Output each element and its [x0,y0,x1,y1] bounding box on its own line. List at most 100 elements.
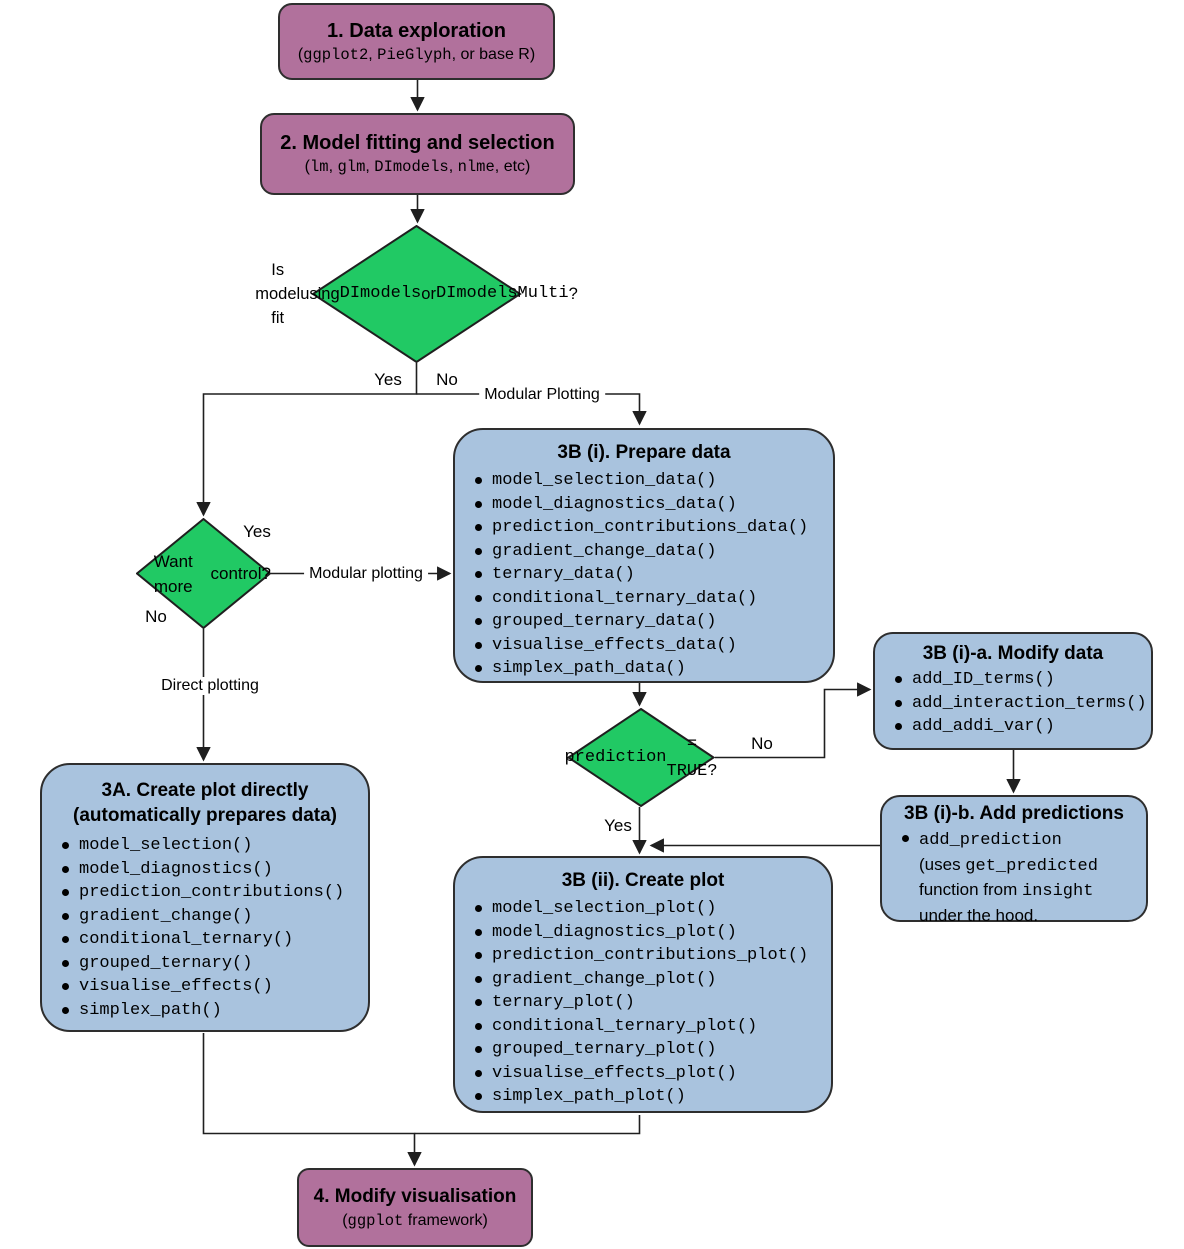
function-name: add_interaction_terms() [912,693,1147,713]
edge-label-modular-plotting-top: Modular Plotting [479,386,605,404]
decision-want-more-control: Want more control? [136,518,271,629]
edge-label-yes: Yes [369,370,407,390]
bullet-icon [475,1022,482,1030]
bullet-icon [62,936,69,943]
text-run: , etc) [494,158,531,175]
function-list: model_selection_plot()model_diagnostics_… [455,893,831,1109]
node-title: 3B (ii). Create plot [561,870,725,891]
list-item: gradient_change_plot() [475,968,825,992]
diamond-shape [311,225,522,363]
text-run: ( [342,1211,348,1229]
text-run: Is model fit [255,261,301,327]
bullet-icon [62,983,69,990]
text-run: under the hood. [919,905,1039,925]
list-item: model_selection_data() [475,469,827,493]
function-name: visualise_effects() [79,977,273,996]
text-run: framework) [403,1211,488,1229]
bullet-icon [902,835,909,842]
function-name: simplex_path_plot() [492,1087,686,1106]
code-text: = TRUE? [666,734,718,781]
function-name: model_selection_plot() [492,899,717,918]
function-name: prediction_contributions() [79,883,345,902]
node-title-line2: (automatically prepares data) [73,805,337,826]
code-text: lm [309,158,329,176]
edge-label-no: No [140,607,172,627]
text-run: (uses [919,854,966,874]
bullet-icon [62,842,69,849]
code-text: prediction [564,748,667,767]
node-title: 3B (i). Prepare data [557,442,731,463]
function-name: conditional_ternary_data() [492,588,758,608]
text-run: ( [304,158,310,175]
function-list: model_selection_data()model_diagnostics_… [455,465,833,681]
list-item: visualise_effects() [62,975,362,999]
list-item: prediction_contributions() [62,881,362,905]
node-title: 3A. Create plot directly (automatically … [42,765,368,828]
bullet-icon [475,999,482,1006]
edge-merge-modifyvis [202,1033,422,1167]
text-run: or [421,285,436,303]
code-text: nlme [457,158,495,176]
node-subtitle: (lm, glm, DImodels, nlme, etc) [305,156,531,178]
decision-prediction-true: prediction= TRUE? [564,708,718,807]
decision-text: prediction= TRUE? [564,708,718,807]
list-item: prediction_contributions_data() [475,516,827,540]
list-item: ternary_plot() [475,991,825,1015]
bullet-icon [475,641,482,649]
diamond-shape [136,518,271,629]
function-name: conditional_ternary_plot() [492,1016,758,1036]
node-title-line1: 3A. Create plot directly [101,780,309,801]
code-text: glm [337,158,366,176]
list-item: simplex_path() [62,999,362,1023]
text-run: control? [210,564,271,583]
node-title: 1. Data exploration [327,19,506,42]
bullet-icon [62,889,69,896]
function-name: grouped_ternary() [79,953,253,973]
list-item: conditional_ternary() [62,928,362,952]
list-item: conditional_ternary_data() [475,587,827,611]
function-name: add_addi_var() [912,717,1055,736]
bullet-icon [895,699,902,707]
bullet-icon [475,618,482,625]
edge-label-direct-plotting: Direct plotting [156,677,264,695]
node-modify-data: 3B (i)-a. Modify data add_ID_terms()add_… [873,632,1153,750]
list-item: model_selection_plot() [475,897,825,921]
list-item: gradient_change() [62,905,362,929]
bullet-icon [895,723,902,730]
code-text: DImodels [374,158,449,176]
text-run: , [448,158,458,175]
function-list: model_selection() model_diagnostics()pred… [42,828,368,1022]
bullet-icon [475,928,482,936]
node-subtitle: (ggplot framework) [342,1210,488,1232]
bullet-icon [475,547,482,555]
bullet-icon [62,865,69,873]
function-name: model_diagnostics() [79,859,273,879]
bullet-icon [475,1046,482,1053]
bullet-icon [475,571,482,578]
bullet-icon [475,1069,482,1077]
bullet-icon [475,594,482,602]
list-item: add_interaction_terms() [895,692,1147,716]
text-run: , [328,158,338,175]
function-name: prediction_contributions_plot() [492,946,809,965]
node-create-plot: 3B (ii). Create plot model_selection_plo… [453,856,833,1113]
list-item: grouped_ternary_plot() [475,1038,825,1062]
code-text: ggplot2 [303,45,369,64]
node-title: 2. Model fitting and selection [280,132,555,154]
function-name: ternary_data() [492,565,635,584]
bullet-icon [475,477,482,484]
diamond-shape [567,708,715,807]
function-name: conditional_ternary() [79,930,294,949]
function-name: model_selection() [79,836,253,855]
node-prepare-data: 3B (i). Prepare data model_selection_dat… [453,428,835,683]
text-run: Want more [153,551,193,596]
edge-label-no: No [746,734,778,754]
code-text: DImodelsMulti [435,284,569,303]
list-item: simplex_path_data() [475,657,827,681]
bullet-icon [475,500,482,508]
edge-d3-no-modifydata [715,682,872,759]
text-run: function from [919,880,1022,899]
node-modify-visualisation: 4. Modify visualisation (ggplot framewor… [297,1168,533,1247]
